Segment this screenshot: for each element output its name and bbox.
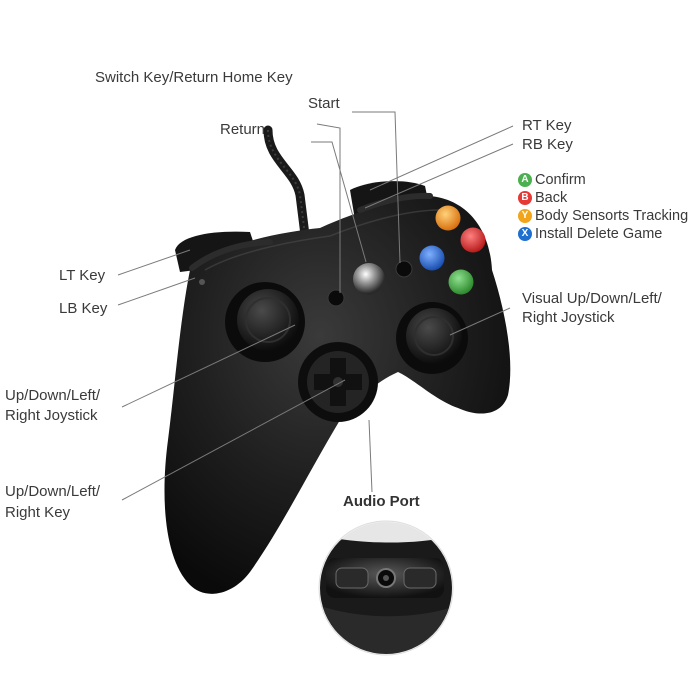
rb-key-label: RB Key bbox=[522, 136, 573, 153]
face-buttons bbox=[419, 205, 486, 295]
right-joystick-label-line1: Visual Up/Down/Left/ bbox=[522, 290, 662, 307]
d-pad bbox=[298, 342, 378, 422]
lb-key-label: LB Key bbox=[59, 300, 108, 317]
left-joystick-label-line2: Right Joystick bbox=[5, 407, 98, 424]
legend-label: Confirm bbox=[535, 172, 586, 188]
a-button bbox=[448, 269, 474, 295]
b-button bbox=[460, 227, 486, 253]
start-label: Start bbox=[308, 95, 340, 112]
b-button-icon: B bbox=[518, 191, 532, 205]
a-button-icon: A bbox=[518, 173, 532, 187]
return-label: Return bbox=[220, 121, 266, 138]
legend-label: Back bbox=[535, 190, 568, 206]
dpad-label-line2: Right Key bbox=[5, 504, 71, 521]
legend-label: Body Sensorts Tracking bbox=[535, 208, 689, 224]
expansion-slot-right bbox=[403, 567, 437, 589]
lb-bumper bbox=[189, 239, 273, 271]
switch-key-label: Switch Key/Return Home Key bbox=[95, 69, 293, 86]
legend-label: Install Delete Game bbox=[535, 226, 663, 242]
usb-cable bbox=[263, 125, 310, 240]
rt-key-label: RT Key bbox=[522, 117, 572, 134]
dpad-label-line1: Up/Down/Left/ bbox=[5, 483, 101, 500]
left-joystick bbox=[225, 282, 305, 362]
start-button bbox=[395, 260, 413, 278]
right-joystick bbox=[396, 302, 468, 374]
y-button-icon: Y bbox=[518, 209, 532, 223]
y-button bbox=[435, 205, 461, 231]
x-button-icon: X bbox=[518, 227, 532, 241]
back-button bbox=[327, 289, 345, 307]
lt-key-label: LT Key bbox=[59, 267, 106, 284]
audio-port-label: Audio Port bbox=[343, 493, 420, 510]
x-button bbox=[419, 245, 445, 271]
led-indicator bbox=[199, 279, 205, 285]
expansion-slot-left bbox=[335, 567, 369, 589]
left-joystick-label-line1: Up/Down/Left/ bbox=[5, 387, 101, 404]
guide-button bbox=[353, 263, 385, 295]
right-joystick-label-line2: Right Joystick bbox=[522, 309, 615, 326]
audio-port-inset bbox=[318, 520, 454, 656]
leader-lines bbox=[117, 111, 514, 501]
